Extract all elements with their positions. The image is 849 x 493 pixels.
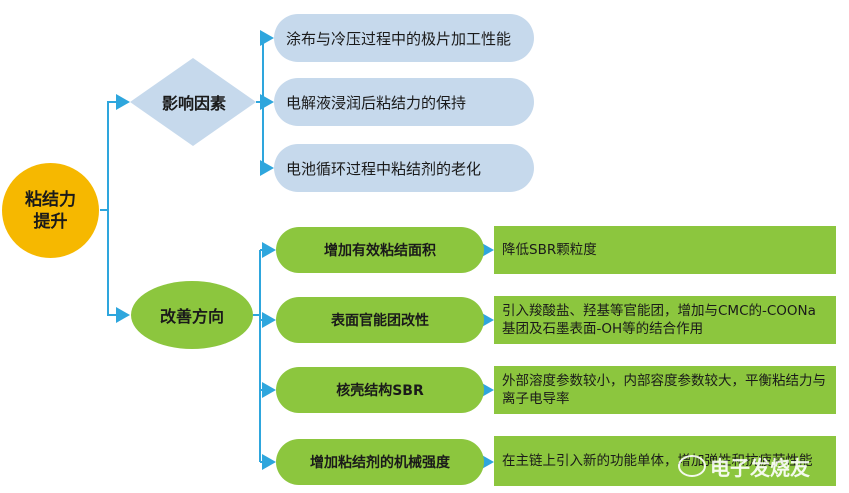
root-node: 粘结力 提升 bbox=[2, 163, 99, 258]
root-label-line1: 粘结力 bbox=[25, 189, 76, 210]
improve-item-desc: 降低SBR颗粒度 bbox=[494, 226, 836, 274]
influence-diamond bbox=[130, 58, 256, 146]
improve-node: 改善方向 bbox=[131, 281, 253, 349]
improve-item-title: 核壳结构SBR bbox=[276, 367, 484, 413]
watermark: 电子发烧友 bbox=[678, 448, 848, 484]
watermark-text: 电子发烧友 bbox=[710, 455, 810, 480]
improve-desc-text: 外部溶度参数较小，内部容度参数较大，平衡粘结力与离子电导率 bbox=[502, 373, 826, 407]
improve-item-desc: 外部溶度参数较小，内部容度参数较大，平衡粘结力与离子电导率 bbox=[494, 366, 836, 414]
influence-item: 电池循环过程中粘结剂的老化 bbox=[274, 144, 534, 192]
influence-item: 涂布与冷压过程中的极片加工性能 bbox=[274, 14, 534, 62]
improve-item-title: 增加有效粘结面积 bbox=[276, 227, 484, 273]
improve-desc-text: 降低SBR颗粒度 bbox=[502, 242, 597, 258]
influence-label: 影响因素 bbox=[161, 94, 226, 113]
improve-desc-text: 在主链上引入新的功能单体，增加弹性和抗疲劳性能 bbox=[502, 453, 813, 469]
watermark-logo-icon bbox=[678, 455, 706, 477]
improve-item-desc: 在主链上引入新的功能单体，增加弹性和抗疲劳性能 bbox=[494, 436, 836, 486]
improve-item-desc: 引入羧酸盐、羟基等官能团，增加与CMC的-COONa基团及石墨表面-OH等的结合… bbox=[494, 296, 836, 344]
root-label-line2: 提升 bbox=[33, 211, 68, 232]
improve-item-title: 表面官能团改性 bbox=[276, 297, 484, 343]
improve-desc-text: 引入羧酸盐、羟基等官能团，增加与CMC的-COONa基团及石墨表面-OH等的结合… bbox=[502, 303, 816, 337]
influence-item: 电解液浸润后粘结力的保持 bbox=[274, 78, 534, 126]
improve-item-title: 增加粘结剂的机械强度 bbox=[276, 439, 484, 485]
